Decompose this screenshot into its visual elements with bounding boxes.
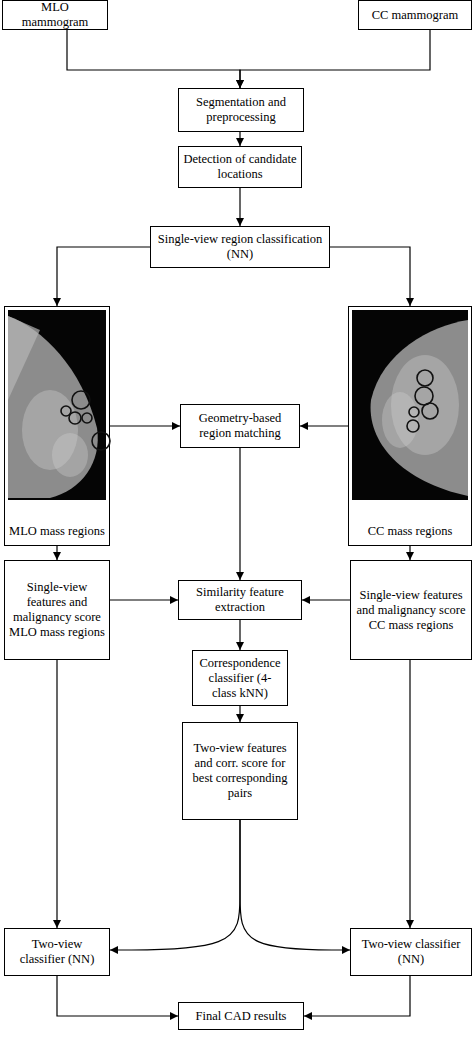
flow-arrow — [330, 247, 410, 306]
dense-tissue — [52, 433, 88, 477]
flow-arrow — [239, 620, 240, 650]
process-box: Final CAD results — [178, 1002, 304, 1030]
flow-arrow — [110, 820, 240, 950]
mlo-mammogram-image — [8, 310, 110, 500]
flow-arrow — [67, 30, 240, 88]
image-background — [8, 310, 106, 500]
box-text: Correspondence classifier (4-class kNN) — [197, 656, 283, 701]
flow-arrow — [409, 546, 410, 560]
breast-tissue — [371, 320, 468, 496]
box-text: CC mammogram — [372, 8, 458, 23]
flow-arrow — [302, 599, 350, 600]
region-outline — [409, 407, 419, 417]
region-outline — [92, 432, 110, 450]
region-outline — [69, 412, 81, 424]
box-text: MLO mammogram — [7, 0, 103, 30]
box-text: Two-view features and corr. score for be… — [187, 741, 293, 801]
process-box: CC mammogram — [358, 0, 472, 30]
flow-arrow — [239, 188, 240, 226]
flow-arrow — [56, 660, 57, 928]
image-background — [352, 310, 468, 500]
flow-arrow — [57, 247, 150, 306]
process-box: Detection of candidate locations — [178, 146, 302, 188]
flow-arrow — [110, 425, 180, 426]
process-box: Single-view features and malignancy scor… — [4, 560, 110, 660]
flow-arrow — [300, 425, 348, 426]
flow-arrow — [409, 660, 410, 928]
flow-arrow — [56, 546, 57, 560]
mass-region-outlines — [407, 370, 438, 432]
region-outline — [82, 413, 92, 423]
process-box: Two-view classifier (NN) — [350, 928, 472, 976]
flow-arrow — [239, 706, 240, 722]
region-outline — [422, 403, 438, 419]
process-box: Similarity feature extraction — [178, 580, 302, 620]
dense-tissue — [22, 390, 78, 470]
process-box: MLO mammogram — [2, 0, 108, 30]
region-outline — [407, 420, 419, 432]
process-box: Single-view features and malignancy scor… — [350, 560, 472, 660]
flow-arrow — [57, 976, 178, 1016]
process-box: Two-view classifier (NN) — [4, 928, 110, 976]
box-text: Segmentation and preprocessing — [183, 95, 299, 125]
flow-arrow — [239, 132, 240, 146]
process-box: Correspondence classifier (4-class kNN) — [192, 650, 288, 706]
box-text: Single-view region classification (NN) — [155, 232, 325, 262]
box-text: CC mass regions — [368, 524, 453, 539]
cc-mammogram-image — [352, 310, 468, 500]
flow-arrow — [304, 976, 410, 1016]
box-text: Single-view features and malignancy scor… — [9, 580, 105, 640]
box-text: Similarity feature extraction — [183, 585, 297, 615]
mass-region-outlines — [61, 391, 110, 450]
dense-tissue — [382, 392, 418, 448]
box-text: Two-view classifier (NN) — [9, 937, 105, 967]
flow-arrow — [110, 599, 178, 600]
process-box: Single-view region classification (NN) — [150, 226, 330, 268]
pectoral-muscle — [8, 316, 40, 400]
image-panel: MLO mass regions — [4, 306, 110, 546]
box-text: Detection of candidate locations — [183, 152, 297, 182]
dense-tissue — [391, 355, 459, 455]
box-text: Geometry-based region matching — [185, 411, 295, 441]
breast-tissue — [8, 316, 98, 498]
box-text: Single-view features and malignancy scor… — [355, 588, 467, 633]
image-panel: CC mass regions — [348, 306, 472, 546]
flow-arrow — [240, 30, 430, 88]
process-box: Segmentation and preprocessing — [178, 88, 304, 132]
box-text: MLO mass regions — [9, 524, 105, 539]
flow-arrow — [239, 448, 240, 580]
region-outline — [61, 406, 71, 416]
process-box: Two-view features and corr. score for be… — [182, 722, 298, 820]
box-text: Two-view classifier (NN) — [355, 937, 467, 967]
region-outline — [72, 391, 90, 409]
process-box: Geometry-based region matching — [180, 404, 300, 448]
region-outline — [415, 387, 433, 405]
flow-arrow — [240, 820, 350, 950]
region-outline — [417, 370, 433, 386]
box-text: Final CAD results — [196, 1009, 287, 1024]
